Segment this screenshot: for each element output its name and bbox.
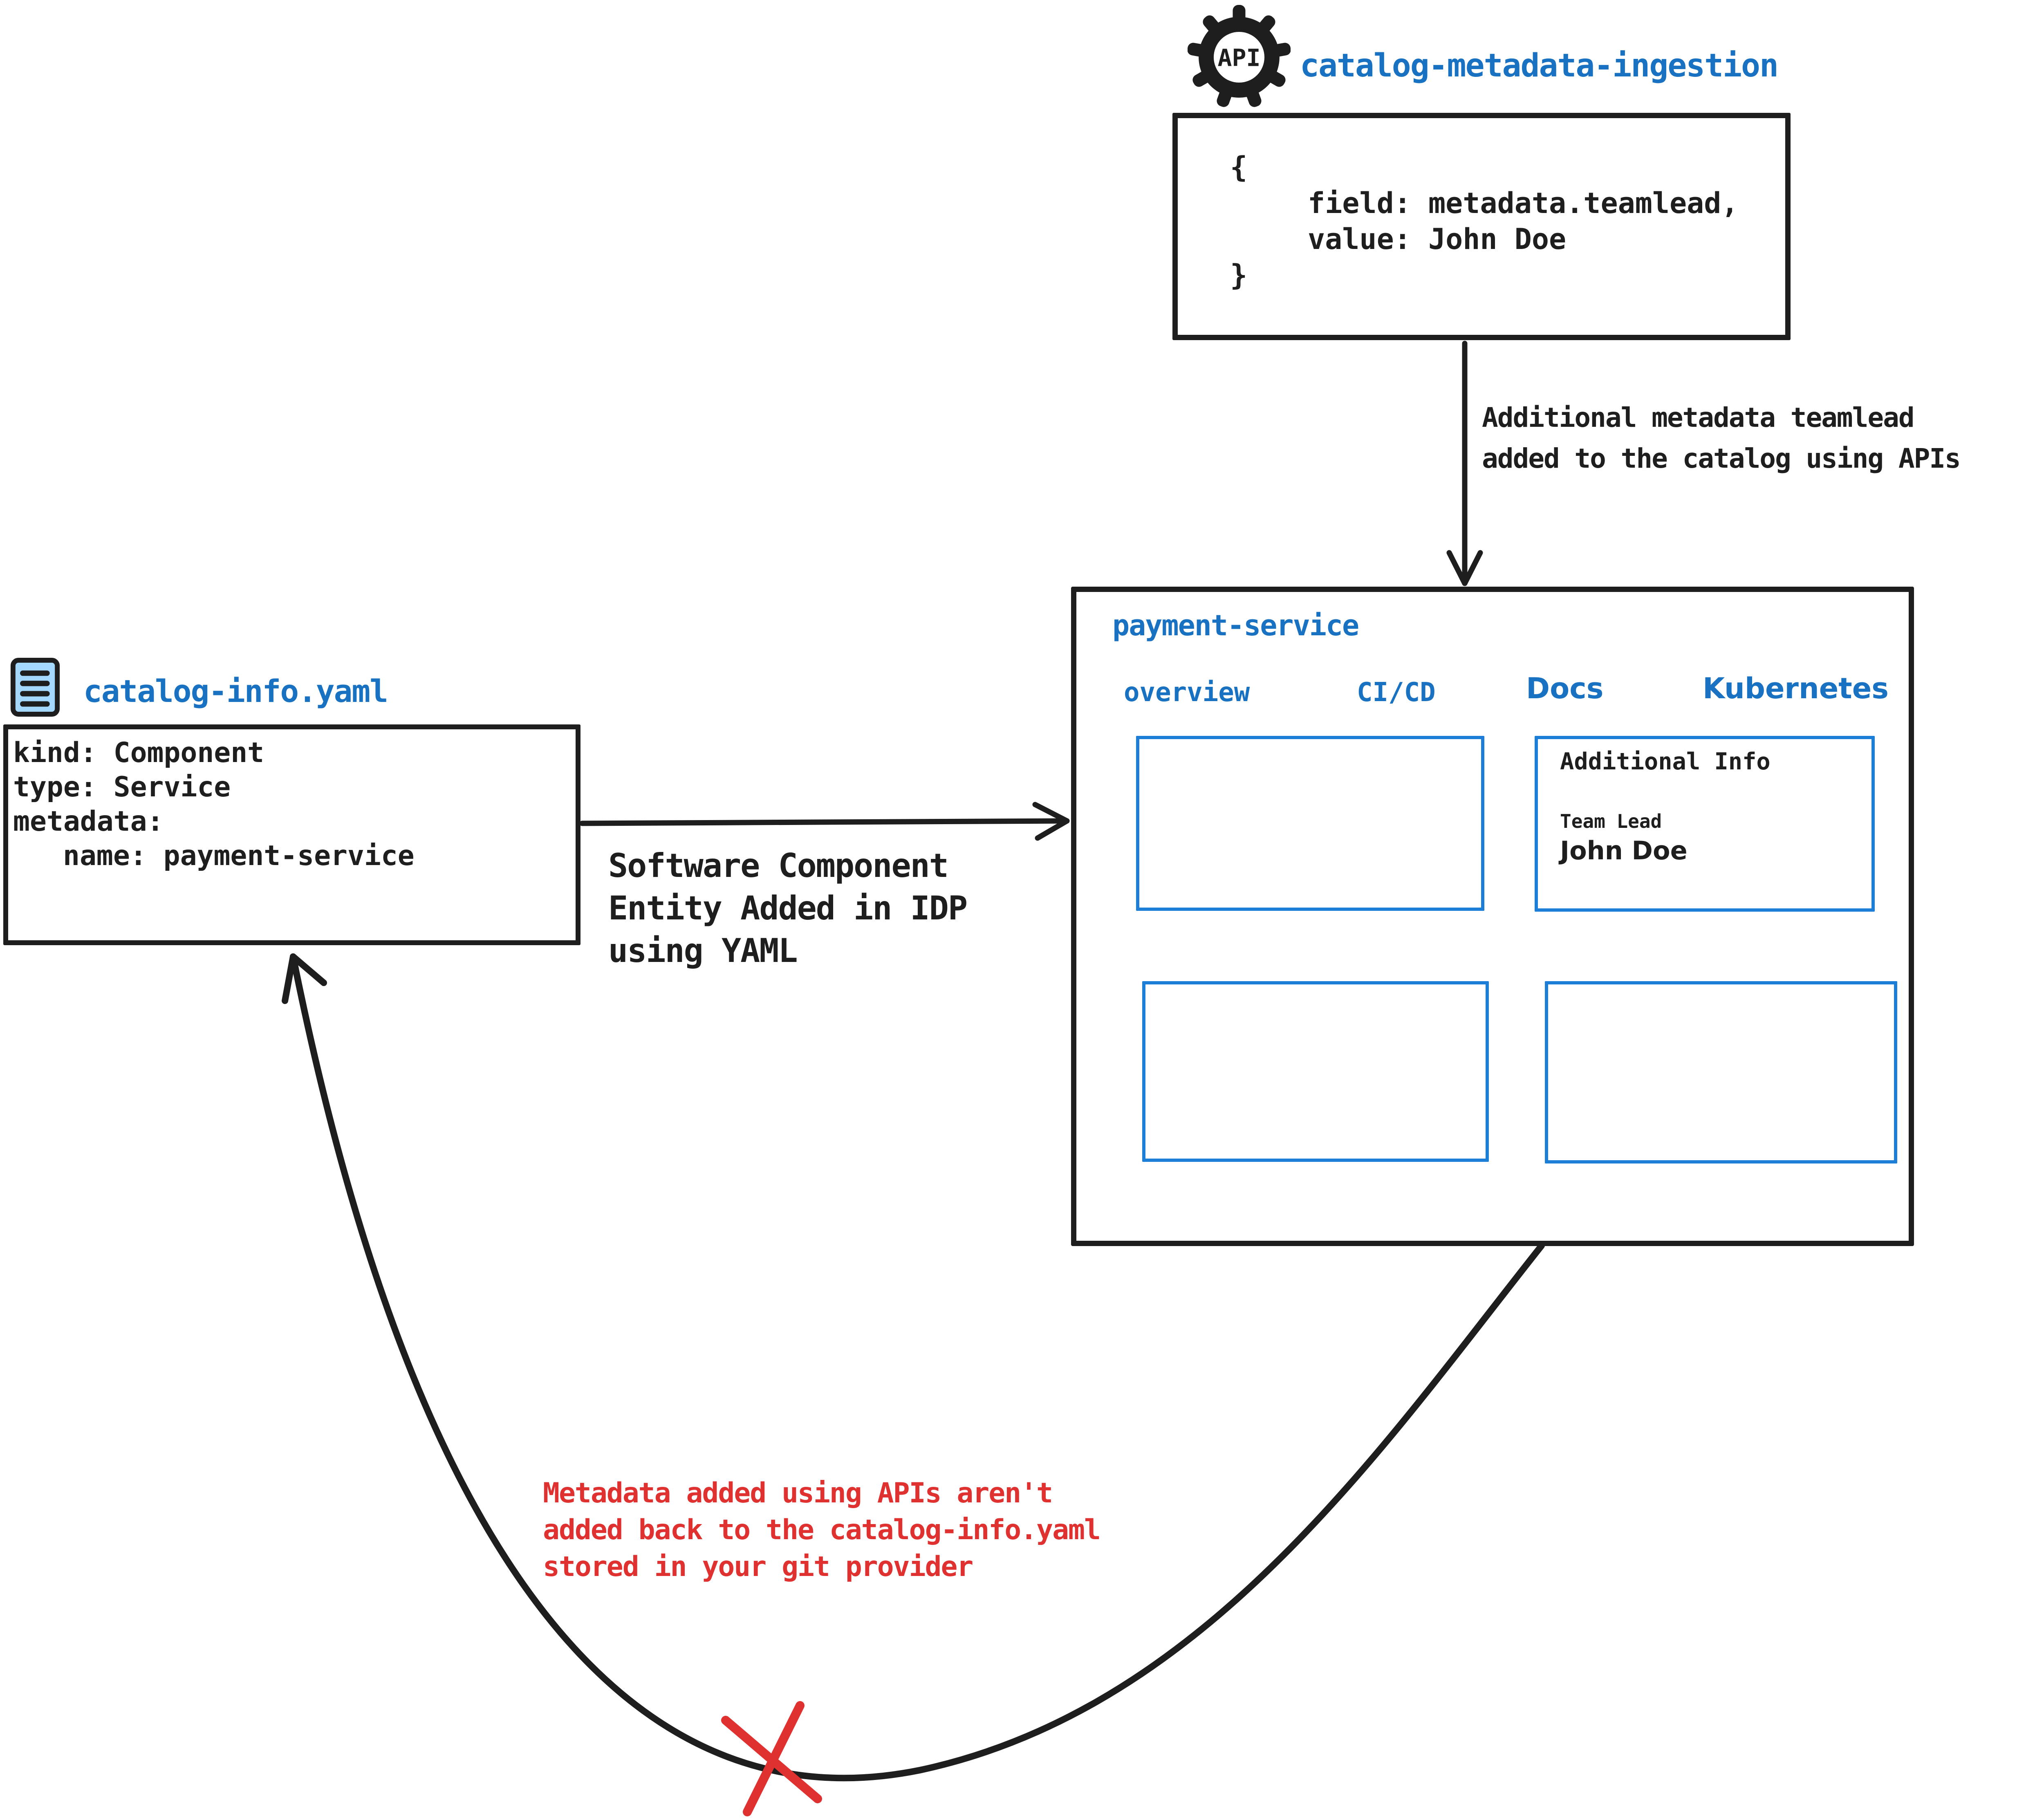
code-line: value: John Doe — [1308, 222, 1567, 256]
code-line: kind: Component — [13, 737, 264, 769]
team-lead-label: Team Lead — [1560, 810, 1662, 832]
additional-info-panel: Additional Info Team Lead John Doe — [1535, 736, 1875, 912]
yaml-file-icon — [10, 658, 60, 717]
note-line: added back to the catalog-info.yaml — [543, 1514, 1101, 1546]
label-line: Additional metadata teamlead — [1482, 402, 1915, 433]
overview-placeholder-panel — [1136, 736, 1484, 911]
api-warning-note: Metadata added using APIs aren't added b… — [543, 1475, 1101, 1585]
tab-cicd[interactable]: CI/CD — [1357, 677, 1436, 708]
yaml-box-title: catalog-info.yaml — [83, 673, 388, 709]
note-line: stored in your git provider — [543, 1551, 973, 1583]
placeholder-panel — [1142, 981, 1489, 1162]
code-line: type: Service — [13, 771, 231, 803]
yaml-to-service-arrow — [579, 802, 1070, 841]
api-icon-label: API — [1217, 44, 1260, 72]
label-line: Software Component — [608, 847, 949, 885]
team-lead-value: John Doe — [1560, 836, 1688, 865]
api-box-title: catalog-metadata-ingestion — [1300, 47, 1779, 84]
yaml-arrow-label: Software Component Entity Added in IDP u… — [608, 845, 968, 972]
payment-service-window: payment-service overview CI/CD Docs Kube… — [1071, 587, 1914, 1246]
api-code-box: { field: metadata.teamlead, value: John … — [1172, 113, 1791, 340]
note-line: Metadata added using APIs aren't — [543, 1477, 1053, 1509]
label-line: added to the catalog using APIs — [1482, 443, 1961, 474]
code-line: metadata: — [13, 805, 164, 838]
yaml-code-box: kind: Component type: Service metadata: … — [3, 724, 580, 945]
label-line: Entity Added in IDP — [608, 889, 968, 927]
api-to-service-arrow — [1446, 341, 1483, 586]
tab-docs[interactable]: Docs — [1526, 672, 1604, 705]
api-gear-icon: API — [1188, 5, 1291, 107]
code-line: { — [1230, 150, 1248, 184]
code-line: field: metadata.teamlead, — [1308, 186, 1739, 220]
additional-info-title: Additional Info — [1560, 748, 1771, 775]
label-line: using YAML — [608, 932, 798, 970]
code-line: } — [1230, 258, 1248, 292]
red-cross-mark — [721, 1701, 822, 1816]
api-arrow-label: Additional metadata teamlead added to th… — [1482, 397, 1961, 479]
tab-overview[interactable]: overview — [1124, 677, 1250, 708]
code-line: name: payment-service — [63, 840, 415, 872]
placeholder-panel — [1545, 981, 1897, 1163]
tab-kubernetes[interactable]: Kubernetes — [1703, 672, 1889, 705]
payment-service-title: payment-service — [1112, 609, 1359, 642]
